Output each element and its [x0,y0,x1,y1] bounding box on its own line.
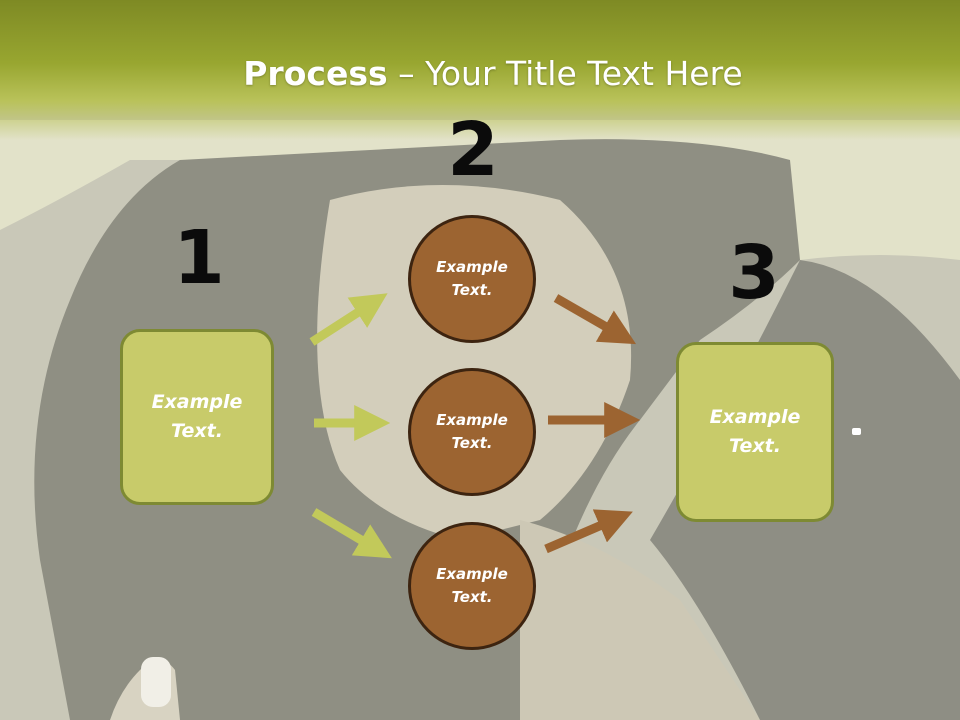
circle-bottom: Example Text. [408,522,536,650]
circle-top-label: Example Text. [436,258,508,299]
circle-top: Example Text. [408,215,536,343]
circle-middle-label: Example Text. [436,411,508,452]
slide-title: Process – Your Title Text Here [0,52,960,96]
arrow-top-to-right [553,294,637,345]
right-box-label: Example Text. [709,406,801,457]
arrow-left-to-top [309,293,388,346]
title-rest: – Your Title Text Here [387,54,743,93]
step-number-2: 2 [447,107,499,193]
left-box-label: Example Text. [151,391,243,442]
step-number-3: 3 [728,230,780,316]
step-number-1: 1 [173,215,225,301]
arrow-bottom-to-right [544,509,633,554]
arrow-left-to-bottom [311,508,392,559]
header-band [0,0,960,140]
right-box: Example Text. [676,342,834,522]
left-box: Example Text. [120,329,274,505]
circle-bottom-label: Example Text. [436,565,508,606]
title-bold: Process [243,54,388,93]
circle-middle: Example Text. [408,368,536,496]
